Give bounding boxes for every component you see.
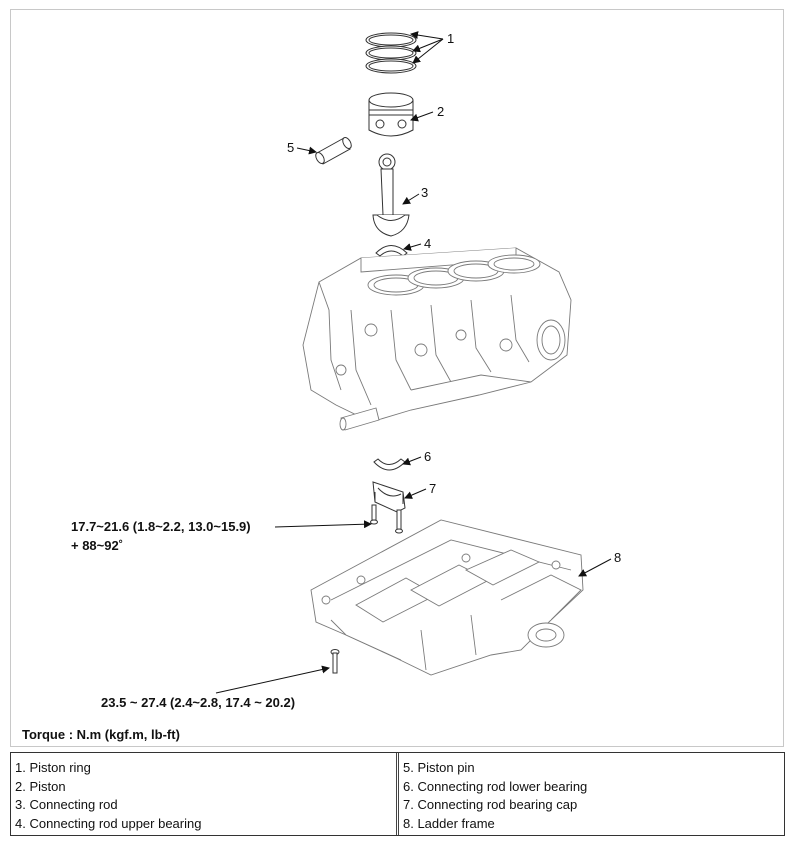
- legend-item: 1. Piston ring: [15, 760, 91, 775]
- callout-leader: [578, 558, 612, 577]
- callout-4: 4: [424, 236, 431, 251]
- callout-leader: [404, 488, 427, 499]
- legend-column-right: 5. Piston pin 6. Connecting rod lower be…: [396, 753, 784, 835]
- callout-2: 2: [437, 104, 444, 119]
- callout-1: 1: [447, 31, 454, 46]
- ladder-frame-bolt: [330, 649, 340, 674]
- legend-item: 8. Ladder frame: [403, 815, 495, 831]
- legend-column-left: 1. Piston ring 2. Piston 3. Connecting r…: [11, 753, 396, 835]
- callout-leader: [403, 243, 422, 251]
- callout-7: 7: [429, 481, 436, 496]
- ladder-frame: [310, 519, 584, 676]
- connecting-rod: [372, 153, 410, 237]
- callout-leader: [412, 38, 444, 53]
- legend-item: 6. Connecting rod lower bearing: [403, 778, 588, 794]
- callout-leader: [410, 31, 444, 40]
- torque-ladder-frame: 23.5 ~ 27.4 (2.4~2.8, 17.4 ~ 20.2): [101, 695, 295, 710]
- piston-pin: [315, 137, 352, 165]
- callout-leader: [410, 111, 434, 122]
- torque-unit-note: Torque : N.m (kgf.m, lb-ft): [22, 727, 180, 742]
- legend-item: 7. Connecting rod bearing cap: [403, 797, 578, 812]
- callout-leader: [402, 193, 420, 205]
- lower-bearing: [373, 458, 406, 471]
- callout-leader: [274, 520, 372, 529]
- callout-leader: [412, 38, 444, 64]
- legend-item: 4. Connecting rod upper bearing: [15, 815, 202, 831]
- torque-bearing-cap: 17.7~21.6 (1.8~2.2, 13.0~15.9): [71, 519, 251, 534]
- piston-rings: [365, 32, 417, 74]
- callout-leader: [215, 665, 330, 694]
- legend-item: 2. Piston: [15, 778, 66, 794]
- callout-6: 6: [424, 449, 431, 464]
- cylinder-block: [302, 247, 572, 431]
- legend-item: 3. Connecting rod: [15, 797, 118, 812]
- legend-item: 5. Piston pin: [403, 760, 475, 775]
- callout-5: 5: [287, 140, 294, 155]
- callout-leader: [402, 456, 422, 466]
- exploded-diagram: 1 2 5 3 4: [10, 9, 784, 747]
- upper-bearing: [375, 245, 408, 257]
- piston: [368, 92, 414, 137]
- torque-bearing-cap-angle: + 88~92˚: [71, 538, 123, 553]
- parts-legend: 1. Piston ring 2. Piston 3. Connecting r…: [10, 752, 785, 836]
- callout-3: 3: [421, 185, 428, 200]
- bearing-cap: [372, 481, 406, 513]
- callout-8: 8: [614, 550, 621, 565]
- callout-leader: [296, 146, 317, 155]
